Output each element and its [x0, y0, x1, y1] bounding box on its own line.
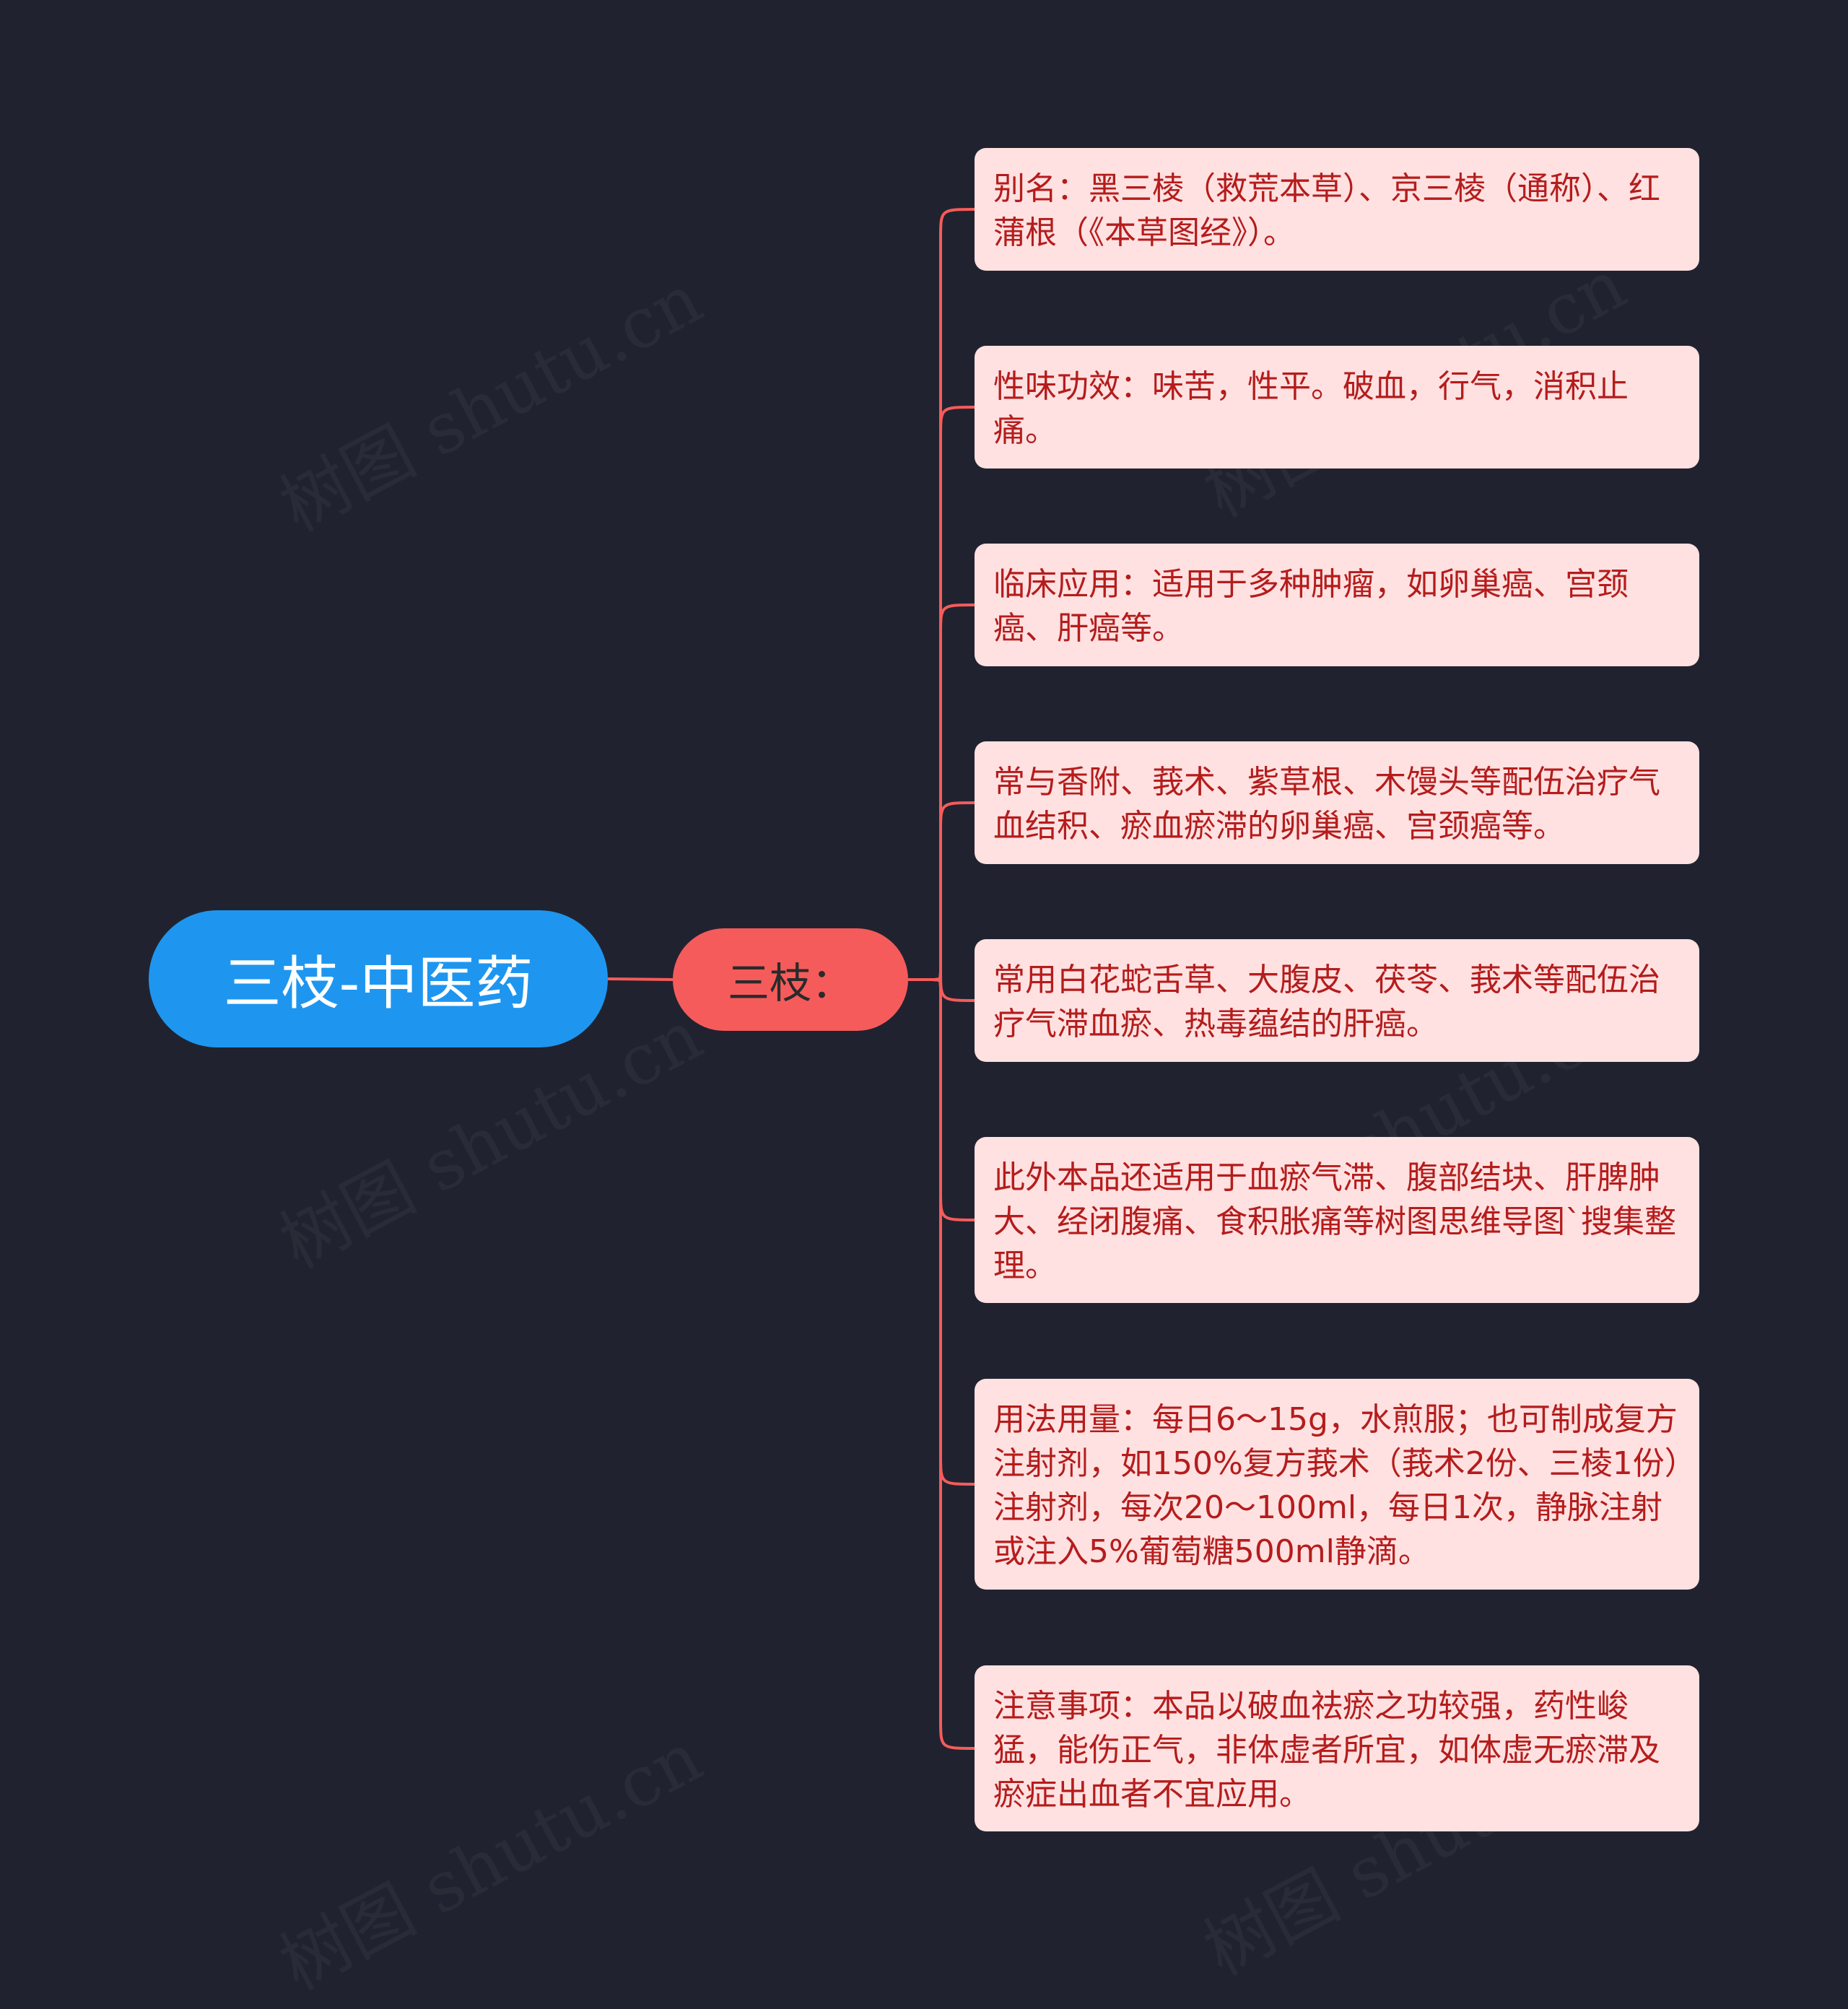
- leaf-topic-aliases[interactable]: 别名：黑三棱（救荒本草）、京三棱（通称）、红蒲根（《本草图经》）。: [975, 148, 1699, 271]
- branch-to-leaf-connector: [908, 801, 975, 981]
- leaf-topic-properties[interactable]: 性味功效：味苦，性平。破血，行气，消积止痛。: [975, 346, 1699, 469]
- leaf-topic-clinical-use[interactable]: 临床应用：适用于多种肿瘤，如卵巢癌、宫颈癌、肝癌等。: [975, 544, 1699, 666]
- branch-to-leaf-connector: [908, 978, 975, 1750]
- leaf-topic-other-uses[interactable]: 此外本品还适用于血瘀气滞、腹部结块、肝脾肿大、经闭腹痛、食积胀痛等树图思维导图`…: [975, 1137, 1699, 1303]
- leaf-topic-combination-ovarian[interactable]: 常与香附、莪术、紫草根、木馒头等配伍治疗气血结积、瘀血瘀滞的卵巢癌、宫颈癌等。: [975, 741, 1699, 864]
- leaf-topic-combination-liver[interactable]: 常用白花蛇舌草、大腹皮、茯苓、莪术等配伍治疗气滞血瘀、热毒蕴结的肝癌。: [975, 939, 1699, 1062]
- root-topic[interactable]: 三枝-中医药: [149, 910, 608, 1047]
- root-to-branch-connector: [607, 977, 674, 981]
- leaf-topic-dosage[interactable]: 用法用量：每日6～15g，水煎服；也可制成复方注射剂，如150%复方莪术（莪术2…: [975, 1379, 1699, 1590]
- branch-topic[interactable]: 三枝：: [673, 928, 908, 1031]
- leaf-topic-precautions[interactable]: 注意事项：本品以破血祛瘀之功较强，药性峻猛，能伤正气，非体虚者所宜，如体虚无瘀滞…: [975, 1665, 1699, 1831]
